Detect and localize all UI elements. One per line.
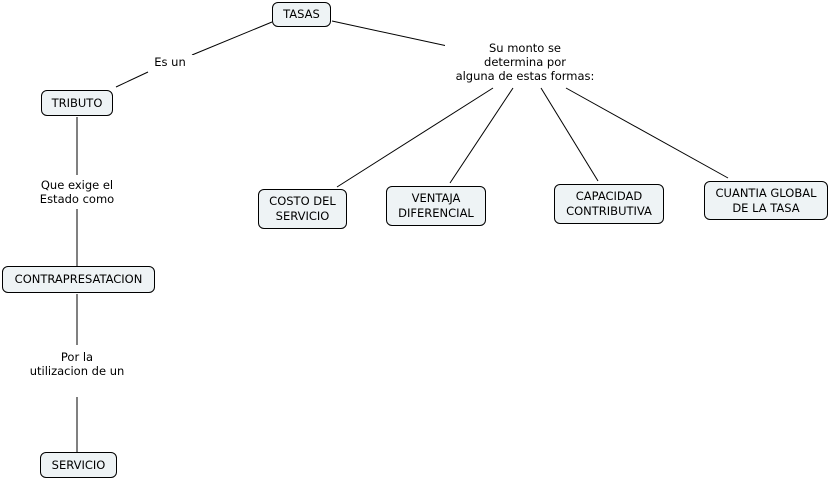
link-que-exige[interactable]: Que exige el Estado como bbox=[25, 178, 129, 206]
line-sumonto-cuantia bbox=[565, 87, 729, 179]
line-sumonto-ventaja bbox=[449, 87, 514, 184]
line-esun-tributo bbox=[115, 71, 149, 88]
concept-servicio[interactable]: SERVICIO bbox=[40, 452, 117, 478]
concept-costo-del-servicio[interactable]: COSTO DEL SERVICIO bbox=[258, 189, 347, 229]
link-es-un[interactable]: Es un bbox=[145, 55, 195, 69]
link-su-monto[interactable]: Su monto se determina por alguna de esta… bbox=[445, 41, 605, 83]
concept-capacidad-contributiva[interactable]: CAPACIDAD CONTRIBUTIVA bbox=[554, 184, 664, 224]
concept-cuantia-global[interactable]: CUANTIA GLOBAL DE LA TASA bbox=[704, 181, 828, 220]
concept-tasas[interactable]: TASAS bbox=[272, 2, 331, 27]
link-por-la[interactable]: Por la utilizacion de un bbox=[17, 350, 137, 378]
line-tasas-sumonto bbox=[331, 20, 453, 48]
line-tasas-esun bbox=[191, 21, 273, 56]
line-sumonto-capacidad bbox=[540, 87, 599, 182]
concept-ventaja-diferencial[interactable]: VENTAJA DIFERENCIAL bbox=[386, 186, 486, 226]
concept-contrapresatacion[interactable]: CONTRAPRESATACION bbox=[2, 266, 155, 293]
line-sumonto-costo bbox=[336, 87, 494, 188]
concept-tributo[interactable]: TRIBUTO bbox=[41, 90, 113, 116]
